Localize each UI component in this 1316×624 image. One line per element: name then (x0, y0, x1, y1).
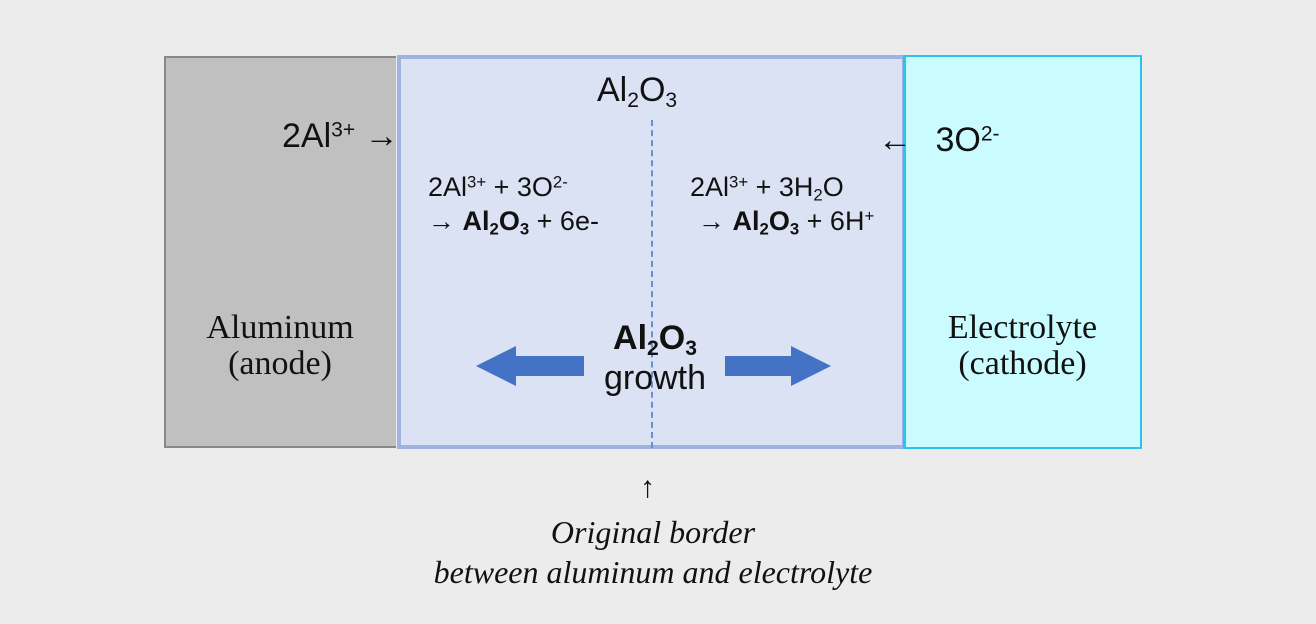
electrolyte-label-line1: Electrolyte (947, 309, 1098, 346)
reaction-right-reactants: 2Al3+ + 3H2O (690, 172, 844, 205)
caption-line1: Original border (550, 514, 756, 550)
right-growth-arrow-icon (725, 346, 831, 386)
left-arrow-icon: ← (878, 121, 912, 159)
anode-label-line1: Aluminum (206, 309, 354, 346)
oxide-layer-title: Al2O3 (597, 71, 678, 112)
electrolyte-label: Electrolyte (cathode) (903, 310, 1142, 382)
reaction-left-products: → Al2O3 + 6e- (428, 206, 599, 239)
reaction-left-reactants: 2Al3+ + 3O2- (428, 172, 568, 202)
growth-arrows (476, 346, 831, 386)
oxygen-ion-label: ← 3O2- (878, 121, 1000, 159)
right-arrow-icon: → (364, 117, 399, 155)
reaction-electrolyte-side: 2Al3+ + 3H2O → Al2O3 + 6H+ (690, 170, 874, 238)
electrolyte-cathode-region (903, 55, 1142, 449)
growth-word: growth (603, 359, 707, 397)
original-border-dashed-line (651, 120, 653, 448)
growth-formula: Al2O3 (613, 319, 697, 360)
anode-label: Aluminum (anode) (164, 310, 396, 382)
oxide-growth-label: Al2O3 growth (580, 318, 730, 398)
reaction-anode-side: 2Al3+ + 3O2- → Al2O3 + 6e- (428, 170, 599, 238)
original-border-caption: Original border between aluminum and ele… (353, 512, 953, 592)
anode-label-line2: (anode) (228, 345, 332, 382)
electrolyte-label-line2: (cathode) (958, 345, 1087, 382)
left-growth-arrow-icon (476, 346, 584, 386)
reaction-right-products: → Al2O3 + 6H+ (698, 206, 875, 239)
aluminum-anode-region (164, 56, 396, 448)
aluminum-ion-label: 2Al3+ → (282, 117, 399, 155)
caption-line2: between aluminum and electrolyte (433, 554, 873, 590)
up-arrow-icon: ↑ (640, 471, 655, 504)
